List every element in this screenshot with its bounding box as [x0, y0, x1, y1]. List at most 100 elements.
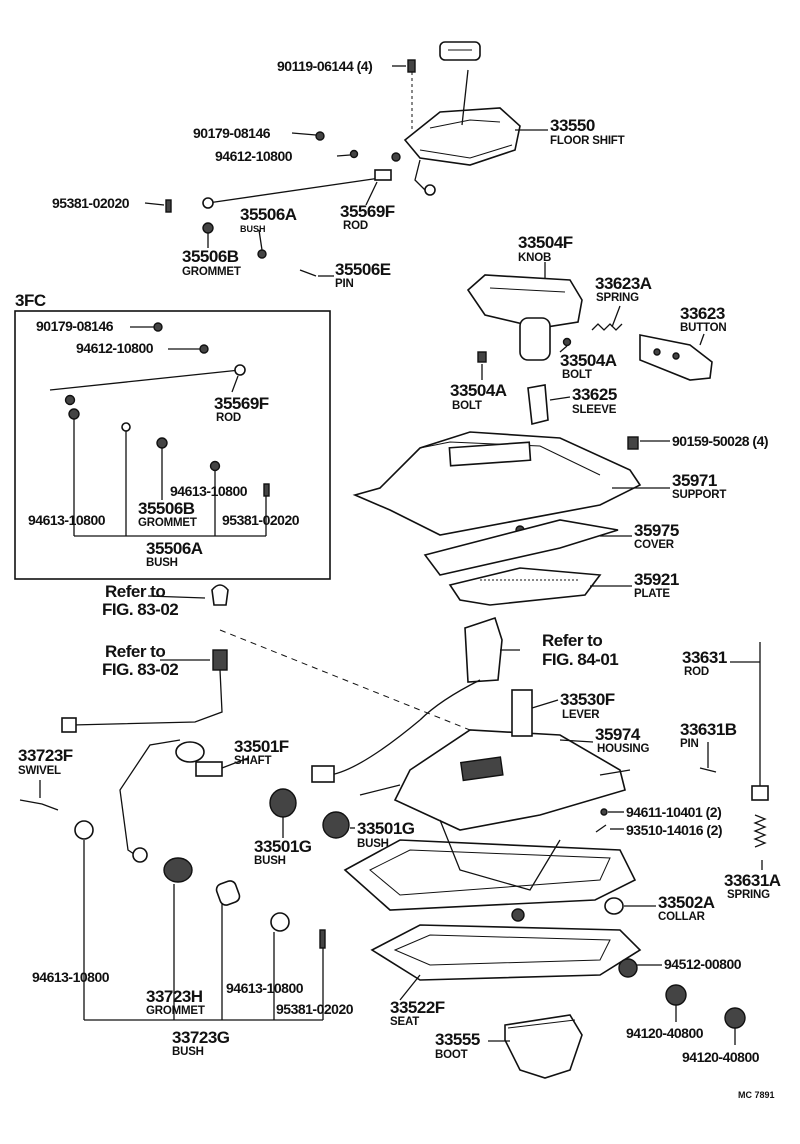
label-c12-name: BUTTON — [680, 322, 727, 334]
label-c23-name: PIN — [680, 738, 699, 750]
label-c32-name: BOOT — [435, 1049, 468, 1061]
inset-label-i8-name: BUSH — [146, 557, 178, 569]
label-c11: 33623A — [595, 274, 652, 293]
label-c01: 90119-06144 (4) — [277, 58, 372, 74]
label-c33: 33723F — [18, 746, 73, 765]
label-c36-name: BUSH — [357, 838, 389, 850]
inset-label-i8: 35506A — [146, 539, 203, 558]
inset-label-i1: 90179-08146 — [36, 318, 114, 334]
label-c39: 94613-10800 — [226, 980, 304, 996]
label-c17: 35971 — [672, 471, 717, 490]
label-c07: 35569F — [340, 202, 395, 221]
label-c31-name: SEAT — [390, 1016, 419, 1028]
refer-1-line1: Refer to — [105, 582, 165, 601]
label-c18-name: COVER — [634, 539, 675, 551]
label-c19: 35921 — [634, 570, 679, 589]
label-c32: 33555 — [435, 1030, 480, 1049]
label-c25: 93510-14016 (2) — [626, 822, 722, 838]
label-c12: 33623 — [680, 304, 725, 323]
label-c33-name: SWIVEL — [18, 765, 61, 777]
label-c36: 33501G — [357, 819, 415, 838]
label-c35: 33501G — [254, 837, 312, 856]
refer-1-line2: FIG. 83-02 — [102, 600, 178, 619]
label-c18: 35975 — [634, 521, 679, 540]
label-c22-name: ROD — [684, 666, 709, 678]
label-c24: 94611-10401 (2) — [626, 804, 721, 820]
support-cover-plate-drawing — [352, 431, 642, 606]
label-c11-name: SPRING — [596, 292, 639, 304]
inset-label-i7: 95381-02020 — [222, 512, 300, 528]
inset-label-i4: 94613-10800 — [28, 512, 106, 528]
label-c10: 33504F — [518, 233, 573, 252]
label-c16: 90159-50028 (4) — [672, 433, 768, 449]
label-c08: 35506B — [182, 247, 239, 266]
label-c06: 35506A — [240, 205, 297, 224]
inset-title: 3FC — [15, 291, 46, 310]
label-c07-name: ROD — [343, 220, 368, 232]
label-c27: 33502A — [658, 893, 715, 912]
refer-3-line1: Refer to — [542, 631, 602, 650]
label-c15: 33625 — [572, 385, 617, 404]
label-c27-name: COLLAR — [658, 911, 706, 923]
inset-label-i6: 94613-10800 — [170, 483, 248, 499]
label-c41-name: BUSH — [172, 1046, 204, 1058]
inset-labels: 3FC 90179-08146 94612-10800 35569F ROD 9… — [15, 291, 300, 569]
label-c21: 35974 — [595, 725, 641, 744]
label-c06-name: BUSH — [240, 224, 266, 234]
knob-drawing — [466, 274, 713, 450]
top-leaders — [144, 65, 548, 277]
refer-2-line2: FIG. 83-02 — [102, 660, 178, 679]
label-c10-name: KNOB — [518, 252, 551, 264]
label-c20-name: LEVER — [562, 709, 600, 721]
label-c31: 33522F — [390, 998, 445, 1017]
label-c14-name: BOLT — [452, 400, 482, 412]
label-c21-name: HOUSING — [597, 743, 650, 755]
label-c04: 94612-10800 — [215, 148, 293, 164]
inset-label-i5: 35506B — [138, 499, 195, 518]
label-c19-name: PLATE — [634, 588, 670, 600]
lower-leaders — [39, 595, 763, 1045]
footer-code: MC 7891 — [738, 1090, 775, 1100]
label-c38: 33723H — [146, 987, 203, 1006]
label-c13: 33504A — [560, 351, 617, 370]
label-c35-name: BUSH — [254, 855, 286, 867]
label-c05: 95381-02020 — [52, 195, 130, 211]
inset-label-i3-name: ROD — [216, 412, 241, 424]
support-leaders — [590, 487, 670, 587]
label-c02-name: FLOOR SHIFT — [550, 135, 625, 147]
label-c17-name: SUPPORT — [672, 489, 726, 501]
callout-labels: 90119-06144 (4) 33550 FLOOR SHIFT 90179-… — [18, 58, 781, 1065]
label-c20: 33530F — [560, 690, 615, 709]
label-c41: 33723G — [172, 1028, 230, 1047]
label-c34: 33501F — [234, 737, 289, 756]
label-c14: 33504A — [450, 381, 507, 400]
refer-3-line2: FIG. 84-01 — [542, 650, 618, 669]
label-c26-name: SPRING — [727, 889, 770, 901]
lower-assembly-drawing — [19, 584, 769, 1079]
label-c09: 35506E — [335, 260, 391, 279]
label-c37: 94613-10800 — [32, 969, 110, 985]
label-c15-name: SLEEVE — [572, 404, 617, 416]
label-c22: 33631 — [682, 648, 727, 667]
inset-label-i3: 35569F — [214, 394, 269, 413]
floor-shift-assembly-drawing — [165, 41, 521, 277]
label-c08-name: GROMMET — [182, 266, 241, 278]
inset-3fc-box — [14, 310, 331, 580]
knob-leaders — [481, 262, 705, 442]
label-c13-name: BOLT — [562, 369, 592, 381]
label-c34-name: SHAFT — [234, 755, 272, 767]
label-c29: 94120-40800 — [626, 1025, 704, 1041]
label-c09-name: PIN — [335, 278, 354, 290]
label-c30: 94120-40800 — [682, 1049, 760, 1065]
label-c40: 95381-02020 — [276, 1001, 354, 1017]
label-c26: 33631A — [724, 871, 781, 890]
label-c02: 33550 — [550, 116, 595, 135]
reference-labels: Refer to FIG. 83-02 Refer to FIG. 83-02 … — [102, 582, 619, 679]
label-c03: 90179-08146 — [193, 125, 271, 141]
refer-2-line1: Refer to — [105, 642, 165, 661]
inset-label-i5-name: GROMMET — [138, 517, 197, 529]
label-c28: 94512-00800 — [664, 956, 742, 972]
inset-label-i2: 94612-10800 — [76, 340, 154, 356]
label-c38-name: GROMMET — [146, 1005, 205, 1017]
